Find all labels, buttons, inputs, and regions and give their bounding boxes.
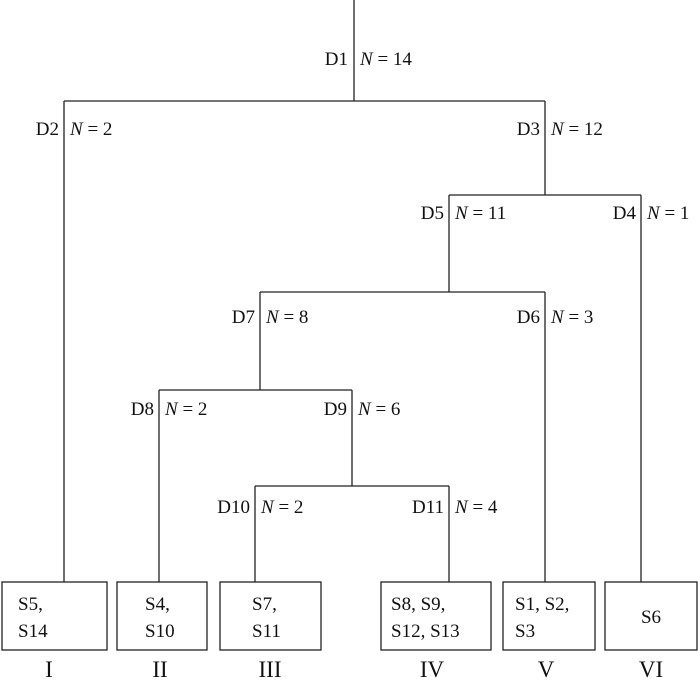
leaf-v-group: V: [538, 657, 555, 681]
leaf-iii-box: [219, 581, 322, 651]
node-d11-count: N = 4: [454, 497, 498, 518]
node-d7-name: D7: [232, 307, 255, 328]
leaf-i-group: I: [45, 657, 53, 681]
leaf-i-box: [1, 581, 108, 651]
leaf-i: S5, S14 I: [1, 581, 108, 681]
node-d6-count: N = 3: [550, 307, 593, 328]
leaf-ii-line1: S4,: [145, 594, 170, 615]
node-d9-count: N = 6: [357, 399, 400, 420]
node-d10-count: N = 2: [260, 497, 303, 518]
node-d8-count: N = 2: [164, 399, 207, 420]
leaf-vi-group: VI: [639, 657, 663, 681]
node-d3-name: D3: [517, 119, 540, 140]
leaf-iv-group: IV: [420, 657, 445, 681]
node-d1-name: D1: [325, 49, 348, 70]
leaf-v: S1, S2, S3 V: [502, 581, 596, 681]
node-d4-name: D4: [613, 203, 637, 224]
tree-edges: [63, 0, 642, 582]
leaf-iv-line1: S8, S9,: [391, 594, 445, 615]
leaf-iii: S7, S11 III: [219, 581, 322, 681]
node-d9-name: D9: [324, 399, 347, 420]
leaf-ii: S4, S10 II: [116, 581, 208, 681]
node-d5-name: D5: [421, 203, 444, 224]
leaf-iv: S8, S9, S12, S13 IV: [380, 581, 492, 681]
node-d11-name: D11: [412, 497, 444, 518]
node-d6-name: D6: [517, 307, 540, 328]
node-d3-count: N = 12: [550, 119, 603, 140]
leaf-v-line1: S1, S2,: [515, 594, 569, 615]
leaf-i-line1: S5,: [18, 594, 43, 615]
leaf-ii-group: II: [152, 657, 167, 681]
leaf-ii-box: [116, 581, 208, 651]
leaf-vi: S6 VI: [604, 581, 698, 681]
leaf-ii-line2: S10: [145, 621, 175, 642]
node-d2-count: N = 2: [69, 119, 112, 140]
node-d8-name: D8: [131, 399, 154, 420]
node-d7-count: N = 8: [265, 307, 308, 328]
leaf-iii-line1: S7,: [252, 594, 277, 615]
leaf-iii-group: III: [259, 657, 282, 681]
leaf-v-line2: S3: [515, 621, 535, 642]
node-d10-name: D10: [217, 497, 250, 518]
leaf-boxes: S5, S14 I S4, S10 II S7, S11 III S8, S9,…: [1, 581, 698, 681]
node-d2-name: D2: [36, 119, 59, 140]
node-d4-count: N = 1: [646, 203, 689, 224]
leaf-iv-line2: S12, S13: [391, 621, 460, 642]
node-d5-count: N = 11: [454, 203, 506, 224]
leaf-iii-line2: S11: [252, 621, 281, 642]
leaf-v-box: [502, 581, 596, 651]
leaf-vi-box: [604, 581, 698, 651]
node-d1-count: N = 14: [359, 49, 412, 70]
leaf-vi-line1: S6: [641, 607, 661, 628]
leaf-iv-box: [380, 581, 492, 651]
node-labels: D1 N = 14 D2 N = 2 D3 N = 12 D5 N = 11 D…: [36, 49, 690, 518]
leaf-i-line2: S14: [18, 621, 48, 642]
